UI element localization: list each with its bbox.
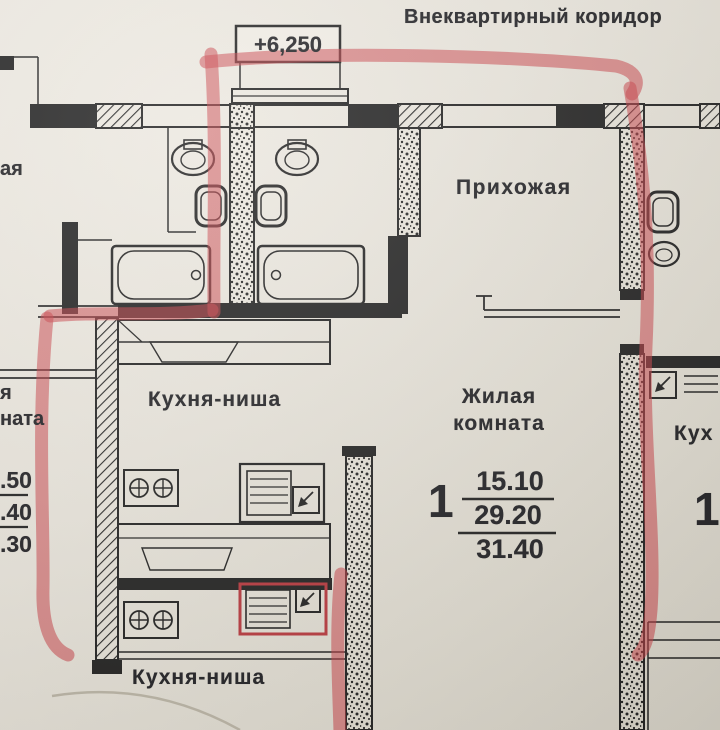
unit-number: 1 bbox=[428, 475, 454, 527]
red-highlighted-sink bbox=[238, 582, 328, 636]
living-room-label-line2: комната bbox=[453, 412, 545, 435]
right-kitchen-partial-label: Кух bbox=[674, 422, 714, 445]
sink-icon bbox=[170, 141, 216, 177]
paper-crease bbox=[51, 690, 241, 730]
bathtub-icon bbox=[256, 244, 366, 306]
bathtub-icon bbox=[110, 244, 212, 306]
left-room-partial-label-3: ната bbox=[0, 408, 45, 430]
left-unit-area-partial-2: .40 bbox=[0, 499, 32, 525]
living-room-label-line1: Жилая bbox=[461, 385, 537, 408]
walls bbox=[0, 24, 720, 730]
unit-total-area: 31.40 bbox=[476, 534, 544, 564]
elevation-mark: +6,250 bbox=[254, 32, 322, 57]
stove-icon bbox=[123, 601, 179, 639]
corridor-label: Внеквартирный коридор bbox=[404, 6, 663, 28]
right-unit-number: 1 bbox=[694, 483, 720, 535]
kitchen-sink-unit bbox=[238, 462, 326, 524]
red-marker-annotation bbox=[35, 47, 659, 730]
unit-living-area: 15.10 bbox=[476, 466, 544, 496]
kitchen-niche-upper-label: Кухня-ниша bbox=[148, 388, 282, 411]
left-room-partial-label: ая bbox=[0, 158, 23, 180]
toilet-icon bbox=[254, 184, 288, 228]
hallway-label: Прихожая bbox=[456, 176, 572, 199]
left-room-partial-label-2: я bbox=[0, 382, 12, 404]
left-unit-area-partial-1: .50 bbox=[0, 467, 32, 493]
kitchen-niche-lower-label: Кухня-ниша bbox=[132, 666, 266, 689]
unit-apartment-area: 29.20 bbox=[474, 500, 542, 530]
stove-icon bbox=[123, 469, 179, 507]
left-unit-area-partial-3: .30 bbox=[0, 531, 32, 557]
fixtures bbox=[110, 139, 718, 639]
living-room-label: Жилая комната bbox=[437, 383, 561, 437]
sink-icon bbox=[274, 141, 320, 177]
